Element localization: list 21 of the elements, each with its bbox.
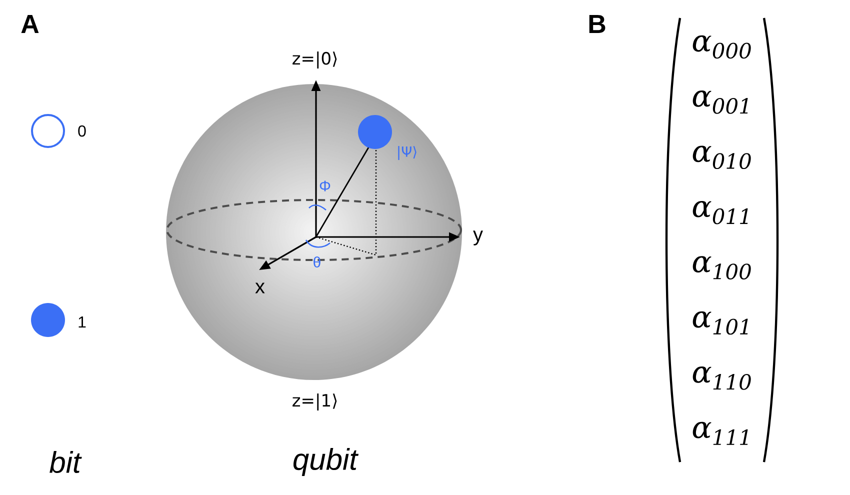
state-label: 0	[78, 125, 86, 137]
vector-entry: α$_{010}$	[692, 146, 751, 170]
vector-entry: α$_{011}$	[692, 200, 748, 224]
vector-entry: α$_{110}$	[692, 366, 751, 390]
panel-caption: qubit	[293, 448, 359, 476]
vector-entry: α$_{100}$	[692, 256, 751, 280]
axis-label: x	[255, 282, 265, 294]
vector-entry: α$_{111}$	[692, 422, 748, 445]
state-label: 1	[78, 316, 86, 328]
vector-entry: α$_{001}$	[692, 90, 748, 114]
angle-label: Φ	[320, 180, 330, 192]
axis-label: z=|1⟩	[292, 394, 337, 410]
axis-label: y	[473, 230, 483, 246]
angle-label: θ	[314, 256, 320, 268]
axis-label: z=|0⟩	[292, 52, 337, 68]
state-label: |Ψ⟩	[398, 146, 416, 160]
panel-caption: bit	[50, 451, 82, 474]
panel-letter: B	[589, 15, 606, 33]
vector-entry: α$_{000}$	[692, 35, 751, 59]
panel-letter: A	[21, 15, 39, 33]
vector-entry: α$_{101}$	[692, 311, 748, 335]
